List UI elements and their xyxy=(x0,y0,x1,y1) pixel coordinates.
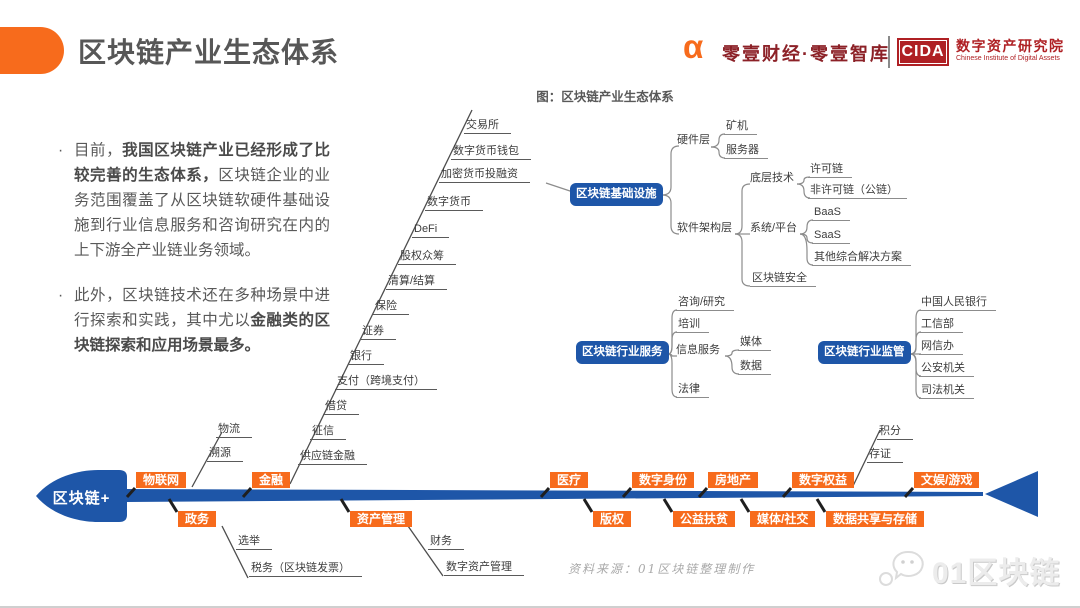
map-label: SaaS xyxy=(812,228,850,244)
fishbone-tag: 房地产 xyxy=(708,472,759,488)
intro-paragraphs: · 目前，我国区块链产业已经形成了比较完善的生态体系，区块链企业的业务范围覆盖了从… xyxy=(58,138,330,378)
figure-title: 图：区块链产业生态体系 xyxy=(536,90,674,104)
fishbone-tag: 医疗 xyxy=(550,472,589,488)
mindmap-box-infrastructure: 区块链基础设施 xyxy=(570,183,663,206)
map-label: 非许可链（公链） xyxy=(808,183,907,199)
mindmap-box-services: 区块链行业服务 xyxy=(576,341,669,364)
map-label: 交易所 xyxy=(464,118,511,134)
accent-pill xyxy=(0,27,64,74)
fishbone-branches xyxy=(191,109,881,579)
map-label: 证券 xyxy=(360,324,396,340)
map-label: 存证 xyxy=(867,447,903,463)
map-label: DeFi xyxy=(412,222,450,238)
bullet-2-bold: 金融类的区块链探索和应用场景最多。 xyxy=(74,312,330,354)
map-label: 媒体 xyxy=(738,335,771,351)
fishbone-ticks xyxy=(125,487,915,513)
map-label: 溯源 xyxy=(207,446,243,462)
bullet-marker: · xyxy=(58,142,64,159)
fishbone-tag: 文娱/游戏 xyxy=(914,472,980,488)
map-label: 股权众筹 xyxy=(398,249,456,265)
map-label: 供应链金融 xyxy=(298,449,367,465)
watermark-text: 01区块链 xyxy=(932,557,1061,590)
map-label: 数据 xyxy=(738,359,771,375)
map-label: 加密货币投融资 xyxy=(439,167,530,183)
bullet-1-text-post: 区块链企业的业务范围覆盖了从区块链软硬件基础设施到行业信息服务和咨询研究在内的上… xyxy=(74,167,330,259)
map-label: 数字资产管理 xyxy=(444,560,524,576)
map-label: 借贷 xyxy=(323,399,359,415)
mindmap-box-regulation: 区块链行业监管 xyxy=(818,341,911,364)
map-label: 数字货币钱包 xyxy=(451,144,531,160)
map-label: 中国人民银行 xyxy=(919,295,996,311)
map-label: 积分 xyxy=(877,424,913,440)
map-label: 物流 xyxy=(216,422,252,438)
map-label: 工信部 xyxy=(919,317,963,333)
map-label: 银行 xyxy=(348,349,384,365)
map-node: 系统/平台 xyxy=(750,222,798,234)
map-label: 网信办 xyxy=(919,339,963,355)
map-label: 财务 xyxy=(428,534,464,550)
brand-left-name: 零壹财经·零壹智库 xyxy=(722,44,890,64)
map-label: 服务器 xyxy=(724,143,768,159)
fishbone-tag: 政务 xyxy=(178,511,217,527)
fishbone-tag: 媒体/社交 xyxy=(750,511,816,527)
map-label: 法律 xyxy=(676,382,709,398)
fishbone-tag: 数字权益 xyxy=(792,472,855,488)
fishbone-tag: 公益扶贫 xyxy=(673,511,736,527)
map-label: 其他综合解决方案 xyxy=(812,250,911,266)
fishbone-tag: 数字身份 xyxy=(632,472,695,488)
fishbone-tag: 数据共享与存储 xyxy=(826,511,925,527)
map-label: 矿机 xyxy=(724,119,757,135)
fishbone-head-label: 区块链+ xyxy=(52,490,111,507)
watermark: 01区块链 xyxy=(878,548,1060,592)
source-note: 资料来源：01区块链整理制作 xyxy=(568,562,756,576)
map-label: 咨询/研究 xyxy=(676,295,735,311)
map-label: BaaS xyxy=(812,205,850,221)
fishbone-tag: 版权 xyxy=(593,511,632,527)
map-node: 软件架构层 xyxy=(677,222,732,234)
map-label: 清算/结算 xyxy=(386,274,448,290)
fishbone-tag: 金融 xyxy=(252,472,291,488)
brand-divider xyxy=(888,36,890,68)
bullet-1-text: 目前， xyxy=(74,142,123,159)
map-label: 支付（跨境支付） xyxy=(335,374,437,390)
map-label: 公安机关 xyxy=(919,361,974,377)
map-label: 培训 xyxy=(676,317,709,333)
map-label: 司法机关 xyxy=(919,383,974,399)
map-label: 保险 xyxy=(373,299,409,315)
bullet-2-text: 此外，区块链技术还在多种场景中进行探索和实践，其中尤以 xyxy=(74,287,330,329)
map-node: 硬件层 xyxy=(677,134,710,146)
bullet-1-bold: 我国区块链产业已经形成了比较完善的生态体系， xyxy=(74,142,330,184)
institute-name-en: Chinese Institute of Digital Assets xyxy=(956,55,1060,62)
bullet-2: · 此外，区块链技术还在多种场景中进行探索和实践，其中尤以金融类的区块链探索和应用… xyxy=(58,283,330,358)
mindmap-connectors xyxy=(545,133,922,399)
fishbone-tag: 物联网 xyxy=(136,472,187,488)
fishbone-tag: 资产管理 xyxy=(350,511,413,527)
bullet-1: · 目前，我国区块链产业已经形成了比较完善的生态体系，区块链企业的业务范围覆盖了从… xyxy=(58,138,330,263)
map-label: 数字货币 xyxy=(425,195,483,211)
map-label: 税务（区块链发票） xyxy=(249,561,362,577)
wechat-icon xyxy=(879,550,924,586)
map-node: 信息服务 xyxy=(676,344,720,356)
fishbone-spine xyxy=(36,470,1038,522)
map-node: 底层技术 xyxy=(750,172,794,184)
institute-name-cn: 数字资产研究院 xyxy=(956,38,1065,54)
map-label: 许可链 xyxy=(808,162,852,178)
bullet-marker: · xyxy=(58,287,64,304)
cida-logo: CIDA xyxy=(897,38,949,66)
map-label: 征信 xyxy=(310,424,346,440)
brand-alpha-icon: α xyxy=(683,28,704,65)
map-label: 区块链安全 xyxy=(750,271,816,287)
map-label: 选举 xyxy=(236,534,272,550)
page-title: 区块链产业生态体系 xyxy=(78,37,340,68)
bottom-divider xyxy=(0,606,1080,608)
